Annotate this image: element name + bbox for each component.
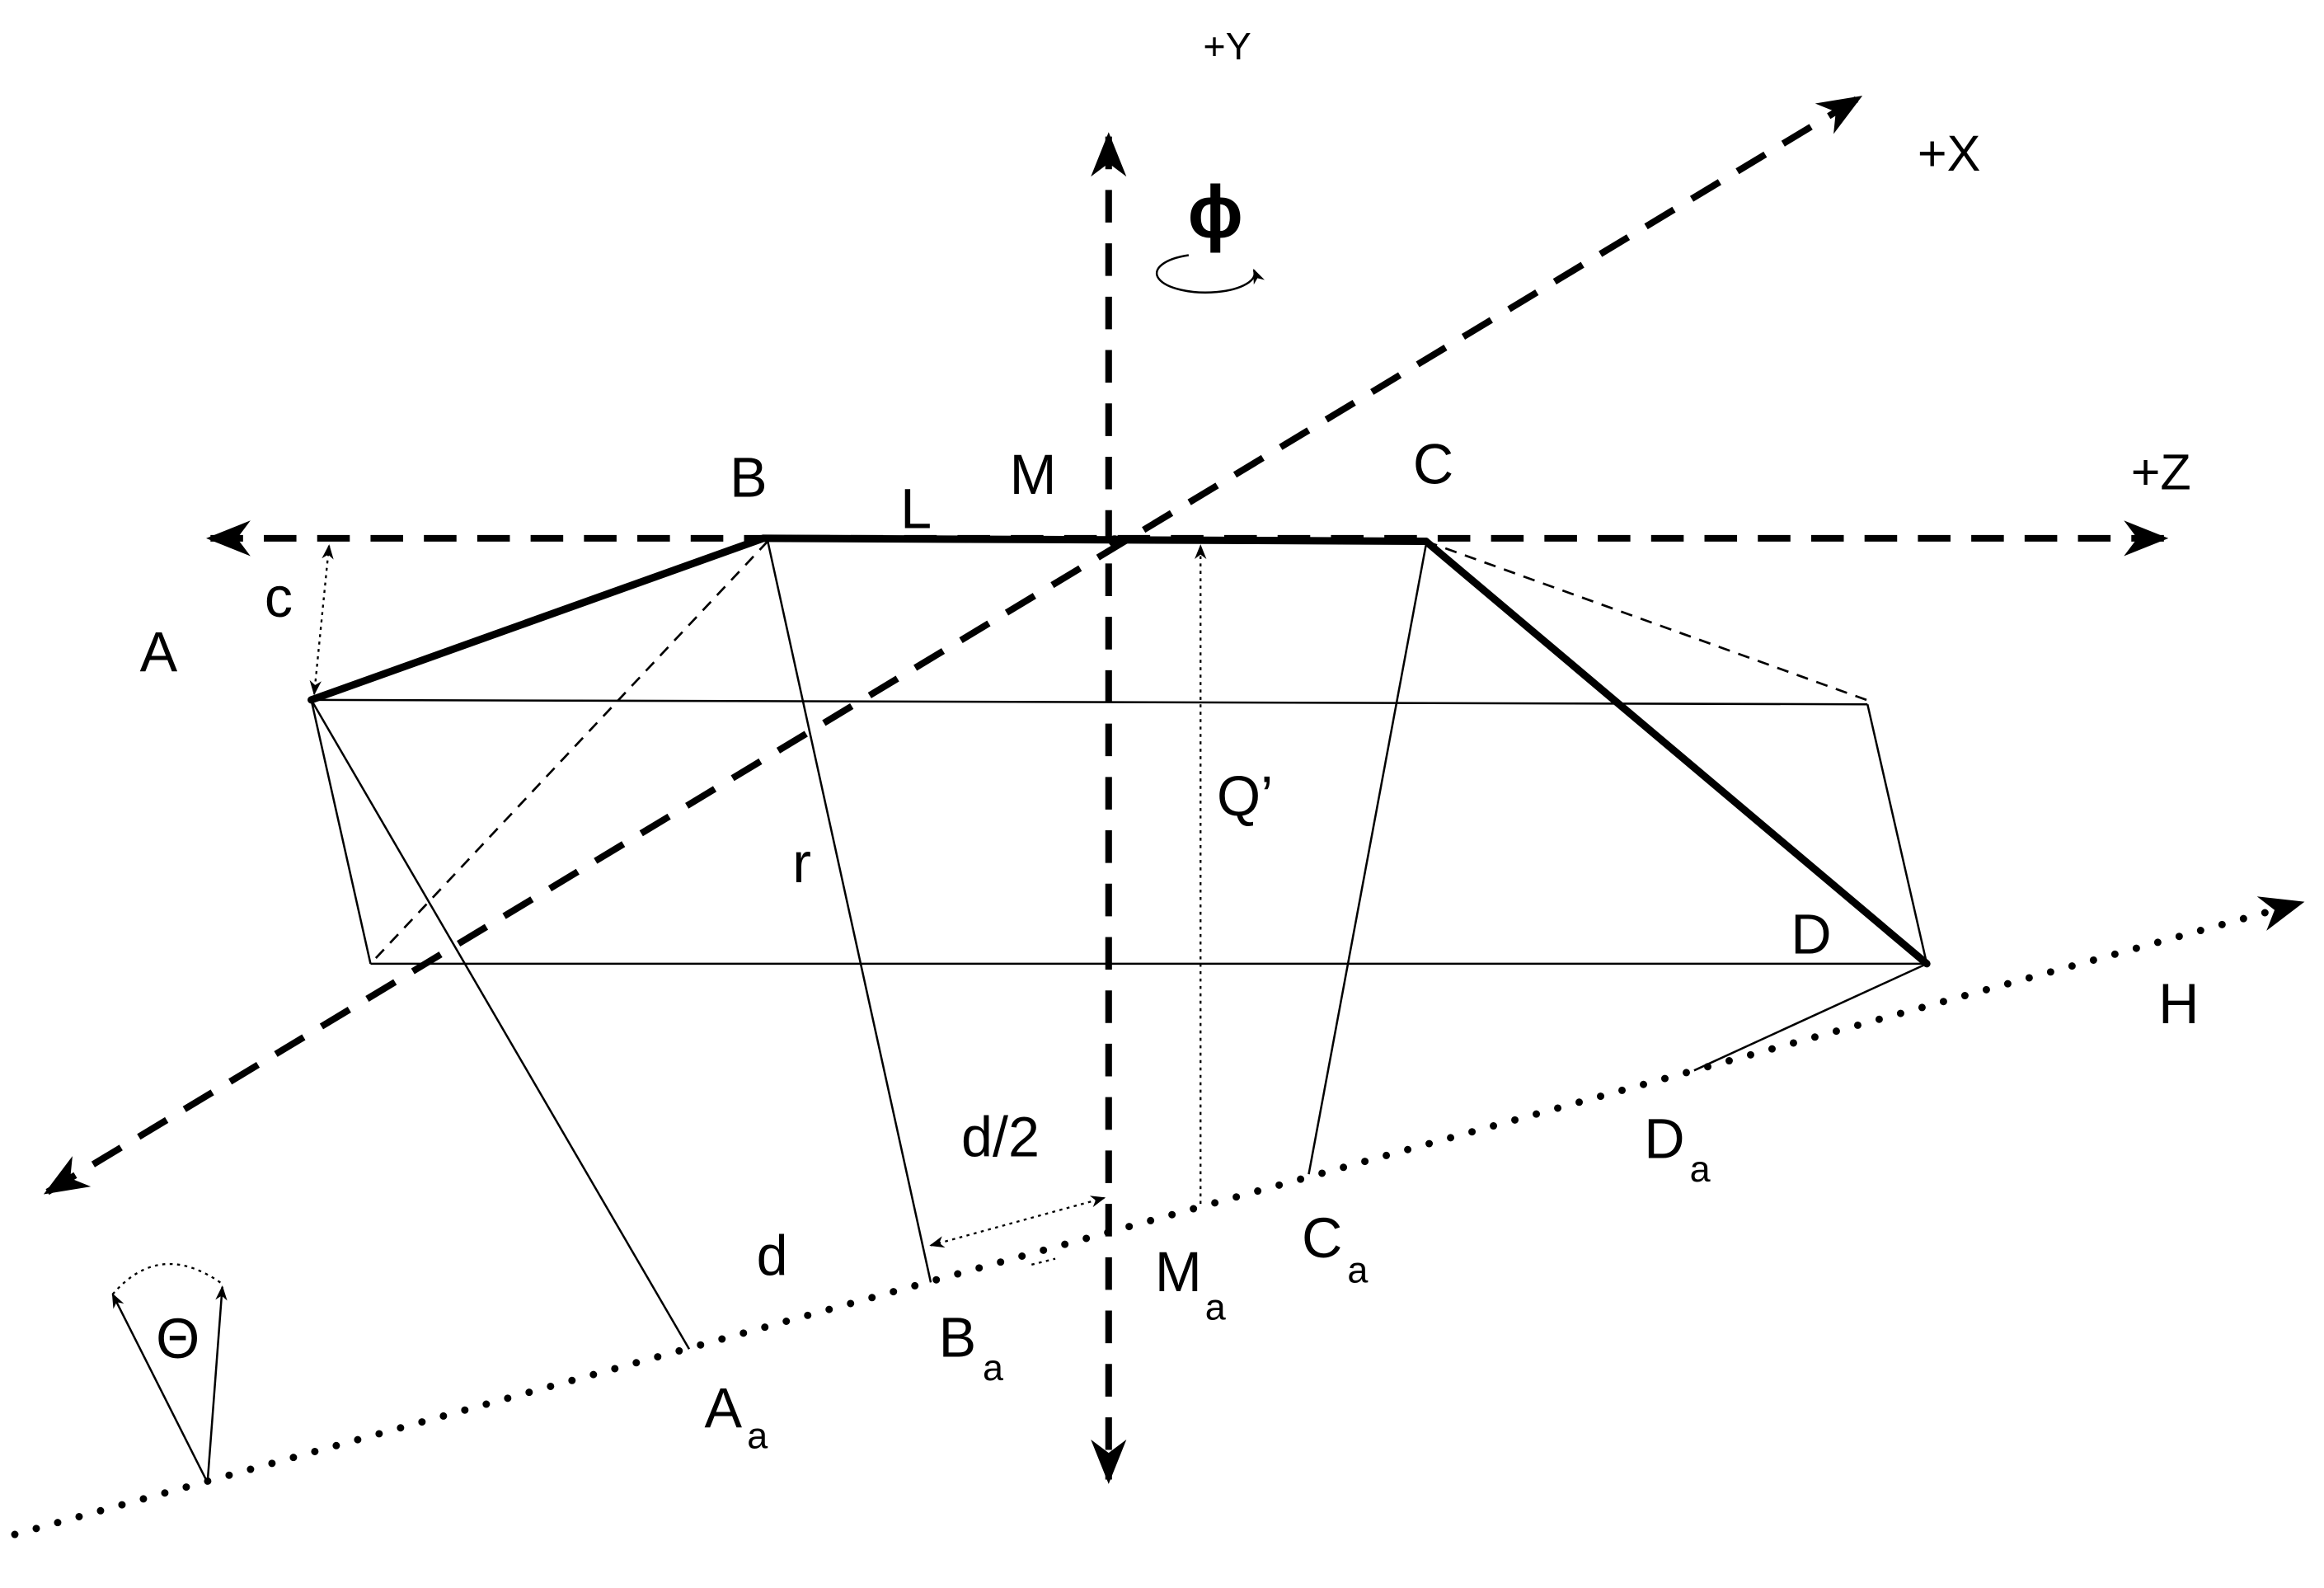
phi-rotation-arrow-icon (1155, 254, 1265, 294)
theta-arrow-left (111, 1293, 209, 1483)
dashed-b-to-rect-corner (369, 540, 769, 965)
label-d: d (757, 1224, 788, 1287)
dashed-c-to-rect-corner (1425, 540, 1871, 702)
label-m-a-sub: a (1205, 1285, 1226, 1327)
label-c-a-base: C (1302, 1207, 1342, 1270)
origin-point (1108, 535, 1121, 547)
label-phi: ϕ (1188, 171, 1243, 254)
theta-arc (111, 1262, 223, 1295)
edge-a-b (308, 534, 768, 704)
x-axis (43, 95, 1863, 1196)
label-m-a-base: M (1155, 1241, 1202, 1304)
label-d-half: d/2 (961, 1106, 1040, 1169)
label-d-a-sub: a (1690, 1148, 1711, 1190)
label-point-b: B (730, 447, 768, 510)
label-theta: Θ (156, 1308, 200, 1370)
h-line (11, 896, 2305, 1539)
label-point-c: C (1413, 433, 1453, 496)
label-c-a-sub: a (1347, 1248, 1368, 1290)
label-q-prime: Q’ (1217, 765, 1273, 828)
line-c-to-ca (1308, 545, 1427, 1175)
rect-right-edge (1866, 703, 1928, 965)
label-plus-z: +Z (2131, 444, 2191, 500)
label-b-a-base: B (939, 1306, 977, 1369)
line-b-to-ba (767, 541, 932, 1283)
label-point-d: D (1791, 903, 1831, 965)
d-half-measure-arrow (929, 1196, 1106, 1248)
label-l: L (900, 477, 932, 540)
c-measure-arrow (309, 544, 334, 696)
rect-top-edge (311, 698, 1868, 706)
label-d-a-base: D (1644, 1107, 1684, 1170)
label-a-a-base: A (705, 1378, 743, 1440)
rect-left-edge (310, 699, 372, 965)
label-c-small: c (265, 566, 293, 629)
label-plus-y: +Y (1203, 25, 1251, 68)
label-point-m: M (1010, 444, 1057, 506)
label-point-a: A (140, 622, 178, 684)
line-d-to-da (1693, 962, 1927, 1072)
label-h: H (2158, 973, 2199, 1036)
edge-b-c (759, 534, 1430, 545)
label-plus-x: +X (1918, 125, 1980, 181)
label-b-a-sub: a (983, 1346, 1003, 1388)
theta-arrow-right (206, 1285, 228, 1483)
edge-c-d (1422, 537, 1931, 968)
label-a-a-sub: a (747, 1415, 768, 1457)
line-a-to-aa (310, 699, 691, 1350)
label-r: r (792, 832, 811, 895)
